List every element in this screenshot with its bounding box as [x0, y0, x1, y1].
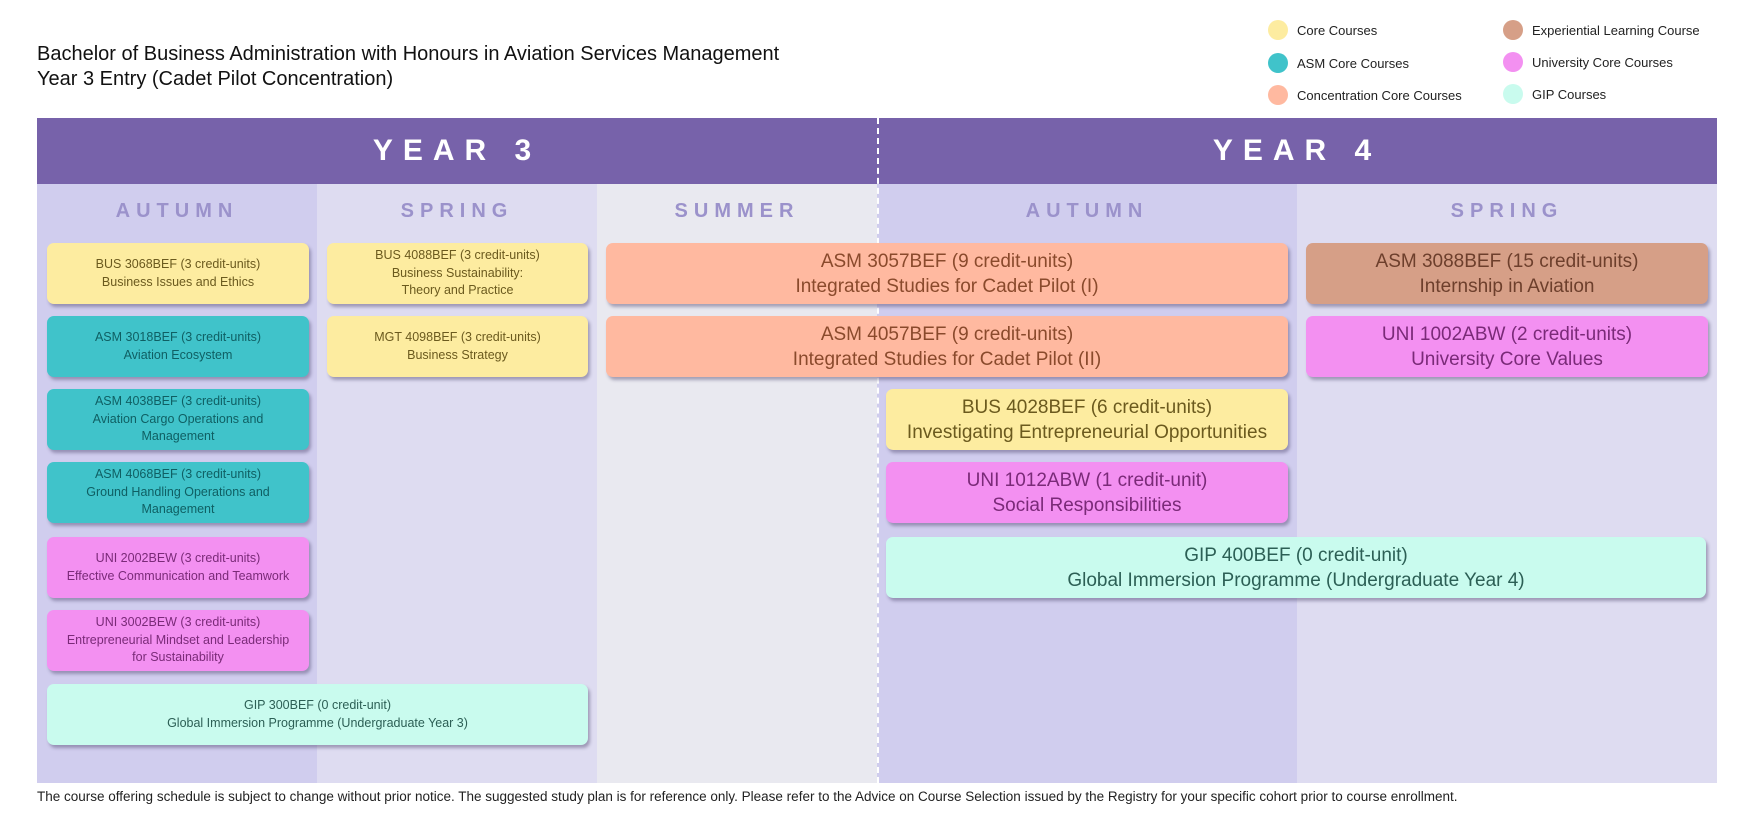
course-code: ASM 4057BEF (9 credit-units): [820, 323, 1074, 345]
year-divider: [877, 118, 879, 783]
legend-item-gip: GIP Courses: [1503, 84, 1606, 104]
course-code: UNI 1012ABW (1 credit-unit): [966, 469, 1208, 491]
course-title: Integrated Studies for Cadet Pilot (I): [795, 275, 1099, 297]
course-card-uni1012abw: UNI 1012ABW (1 credit-unit) Social Respo…: [886, 462, 1288, 523]
legend-label: ASM Core Courses: [1297, 55, 1409, 71]
course-card-asm3018bef: ASM 3018BEF (3 credit-units) Aviation Ec…: [47, 316, 309, 377]
course-code: MGT 4098BEF (3 credit-units): [374, 330, 541, 344]
legend-item-experiential: Experiential Learning Course: [1503, 20, 1700, 40]
legend-item-core: Core Courses: [1268, 20, 1377, 40]
course-code: ASM 3057BEF (9 credit-units): [820, 250, 1074, 272]
course-card-asm4057bef: ASM 4057BEF (9 credit-units) Integrated …: [606, 316, 1288, 377]
course-card-gip300bef: GIP 300BEF (0 credit-unit) Global Immers…: [47, 684, 588, 745]
term-label-y3-autumn: AUTUMN: [115, 200, 239, 222]
course-code: ASM 3088BEF (15 credit-units): [1375, 250, 1639, 272]
course-card-gip400bef: GIP 400BEF (0 credit-unit) Global Immers…: [886, 537, 1706, 598]
course-card-asm4038bef: ASM 4038BEF (3 credit-units) Aviation Ca…: [47, 389, 309, 450]
course-card-asm4068bef: ASM 4068BEF (3 credit-units) Ground Hand…: [47, 462, 309, 523]
legend-swatch-gip: [1503, 84, 1523, 104]
course-title: Entrepreneurial Mindset and Leadership: [66, 632, 290, 647]
legend-item-university-core: University Core Courses: [1503, 52, 1673, 72]
legend-label: GIP Courses: [1532, 86, 1607, 102]
course-title: Internship in Aviation: [1419, 275, 1595, 297]
course-title: Global Immersion Programme (Undergraduat…: [1067, 569, 1525, 591]
legend-swatch-core: [1268, 20, 1288, 40]
course-title: Business Issues and Ethics: [101, 274, 255, 289]
legend-item-concentration-core: Concentration Core Courses: [1268, 85, 1462, 105]
term-label-y4-autumn: AUTUMN: [1025, 200, 1149, 222]
course-title: Integrated Studies for Cadet Pilot (II): [792, 348, 1102, 370]
course-title: Effective Communication and Teamwork: [66, 568, 290, 583]
course-title: Aviation Ecosystem: [123, 347, 233, 362]
course-code: ASM 4038BEF (3 credit-units): [94, 394, 262, 409]
course-title: Business Sustainability:: [391, 265, 524, 280]
course-card-bus3068bef: BUS 3068BEF (3 credit-units) Business Is…: [47, 243, 309, 304]
course-title: Business Strategy: [407, 347, 508, 362]
course-card-uni2002bew: UNI 2002BEW (3 credit-units) Effective C…: [47, 537, 309, 598]
title-line-2: Year 3 Entry (Cadet Pilot Concentration): [37, 68, 394, 90]
course-card-asm3088bef: ASM 3088BEF (15 credit-units) Internship…: [1306, 243, 1708, 304]
course-title: Ground Handling Operations and: [86, 484, 270, 499]
term-label-y3-summer: SUMMER: [674, 200, 800, 222]
legend-label: Experiential Learning Course: [1532, 22, 1700, 38]
legend-swatch-concentration-core: [1268, 85, 1288, 105]
footer-disclaimer: The course offering schedule is subject …: [37, 789, 1458, 804]
legend-label: Concentration Core Courses: [1297, 87, 1462, 103]
course-card-asm3057bef: ASM 3057BEF (9 credit-units) Integrated …: [606, 243, 1288, 304]
legend-label: Core Courses: [1297, 22, 1378, 38]
legend-item-asm-core: ASM Core Courses: [1268, 53, 1409, 73]
course-title: Management: [141, 502, 215, 517]
course-title: University Core Values: [1411, 348, 1603, 370]
page-title: Bachelor of Business Administration with…: [37, 42, 857, 92]
legend-label: University Core Courses: [1532, 54, 1673, 70]
course-code: GIP 300BEF (0 credit-unit): [243, 698, 392, 712]
course-title: Social Responsibilities: [992, 494, 1182, 516]
term-label-y4-spring: SPRING: [1450, 200, 1564, 222]
course-code: ASM 4068BEF (3 credit-units): [94, 467, 262, 482]
course-card-mgt4098bef: MGT 4098BEF (3 credit-units) Business St…: [327, 316, 588, 377]
year-4-header: YEAR 4: [1212, 134, 1382, 167]
year-3-header: YEAR 3: [372, 134, 542, 167]
course-title: for Sustainability: [132, 650, 224, 665]
course-code: BUS 3068BEF (3 credit-units): [95, 257, 261, 271]
course-code: UNI 1002ABW (2 credit-units): [1381, 323, 1633, 345]
course-title: Theory and Practice: [401, 283, 514, 298]
term-label-y3-spring: SPRING: [400, 200, 514, 222]
legend-swatch-asm-core: [1268, 53, 1288, 73]
course-code: BUS 4088BEF (3 credit-units): [375, 248, 540, 263]
course-code: UNI 2002BEW (3 credit-units): [95, 551, 261, 565]
course-title: Aviation Cargo Operations and: [92, 411, 264, 426]
legend-swatch-experiential: [1503, 20, 1523, 40]
course-code: UNI 3002BEW (3 credit-units): [95, 615, 261, 630]
title-line-1: Bachelor of Business Administration with…: [37, 43, 780, 65]
legend-swatch-university-core: [1503, 52, 1523, 72]
course-code: ASM 3018BEF (3 credit-units): [94, 330, 262, 344]
course-card-bus4028bef: BUS 4028BEF (6 credit-units) Investigati…: [886, 389, 1288, 450]
course-title: Investigating Entrepreneurial Opportunit…: [906, 421, 1268, 443]
course-card-uni1002abw: UNI 1002ABW (2 credit-units) University …: [1306, 316, 1708, 377]
course-title: Management: [141, 429, 215, 444]
course-code: GIP 400BEF (0 credit-unit): [1184, 544, 1408, 566]
course-title: Global Immersion Programme (Undergraduat…: [167, 715, 468, 730]
course-code: BUS 4028BEF (6 credit-units): [961, 396, 1213, 418]
course-card-uni3002bew: UNI 3002BEW (3 credit-units) Entrepreneu…: [47, 610, 309, 671]
course-card-bus4088bef: BUS 4088BEF (3 credit-units) Business Su…: [327, 243, 588, 304]
